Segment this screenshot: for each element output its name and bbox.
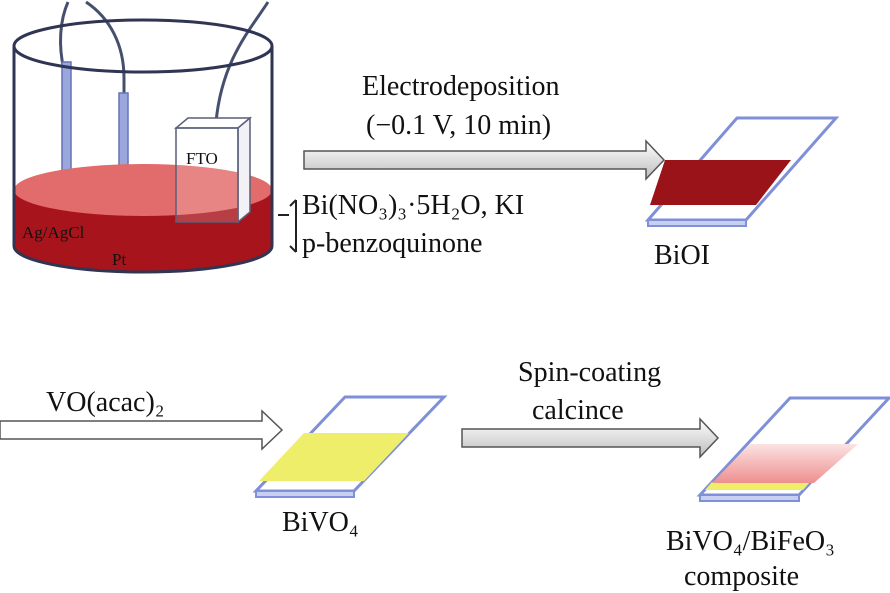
vo-acac-label: VO(acac)₂ bbox=[46, 387, 165, 418]
bivo4-underlayer bbox=[705, 482, 810, 490]
additive-text: p-benzoquinone bbox=[302, 228, 482, 259]
composite-label-line2: composite bbox=[684, 561, 799, 592]
label-ag-agcl: Ag/AgCl bbox=[22, 223, 85, 242]
beaker-bottom bbox=[12, 245, 274, 274]
spin-coating-step: Spin-coating calcince bbox=[461, 357, 720, 459]
electrolyte-composition: Bi(NO₃)₃·5H₂O, KI p-benzoquinone bbox=[278, 190, 524, 259]
bioi-film bbox=[650, 160, 791, 205]
bivo4-film bbox=[259, 433, 409, 481]
arrow-vo-acac bbox=[0, 409, 284, 451]
arrow-spin-coating bbox=[461, 417, 720, 459]
arrow-electrodeposition bbox=[303, 139, 666, 181]
spin-coating-label: Spin-coating bbox=[518, 357, 661, 388]
precursor-text: Bi(NO₃)₃·5H₂O, KI bbox=[302, 190, 524, 221]
label-pt: Pt bbox=[112, 250, 126, 269]
electrodeposition-label: Electrodeposition bbox=[362, 71, 560, 102]
beaker-front-rim bbox=[12, 45, 274, 74]
beaker-back-rim bbox=[12, 18, 274, 47]
wire-pt bbox=[85, 0, 126, 96]
electrodeposition-conditions: (−0.1 V, 10 min) bbox=[366, 110, 551, 141]
bifeo3-film bbox=[712, 444, 858, 483]
composite-substrate: BiVO₄/BiFeO₃ composite bbox=[666, 396, 890, 592]
vanadium-step: VO(acac)₂ bbox=[0, 387, 284, 451]
electrochemical-cell: FTO Ag/AgCl Pt bbox=[12, 0, 274, 274]
composition-bracket bbox=[278, 199, 297, 253]
electrolyte-surface bbox=[14, 164, 272, 216]
composite-label-line1: BiVO₄/BiFeO₃ bbox=[666, 526, 835, 557]
calcine-label: calcince bbox=[532, 395, 624, 426]
bioi-substrate: BiOI bbox=[644, 116, 840, 271]
bivo4-substrate: BiVO₄ bbox=[252, 395, 448, 538]
fto-electrode bbox=[173, 116, 253, 224]
electrodeposition-step: Electrodeposition (−0.1 V, 10 min) bbox=[303, 71, 666, 181]
wire-fto bbox=[214, 1, 270, 123]
bioi-label: BiOI bbox=[654, 240, 710, 271]
bivo4-label: BiVO₄ bbox=[282, 507, 359, 538]
label-fto: FTO bbox=[186, 149, 218, 168]
